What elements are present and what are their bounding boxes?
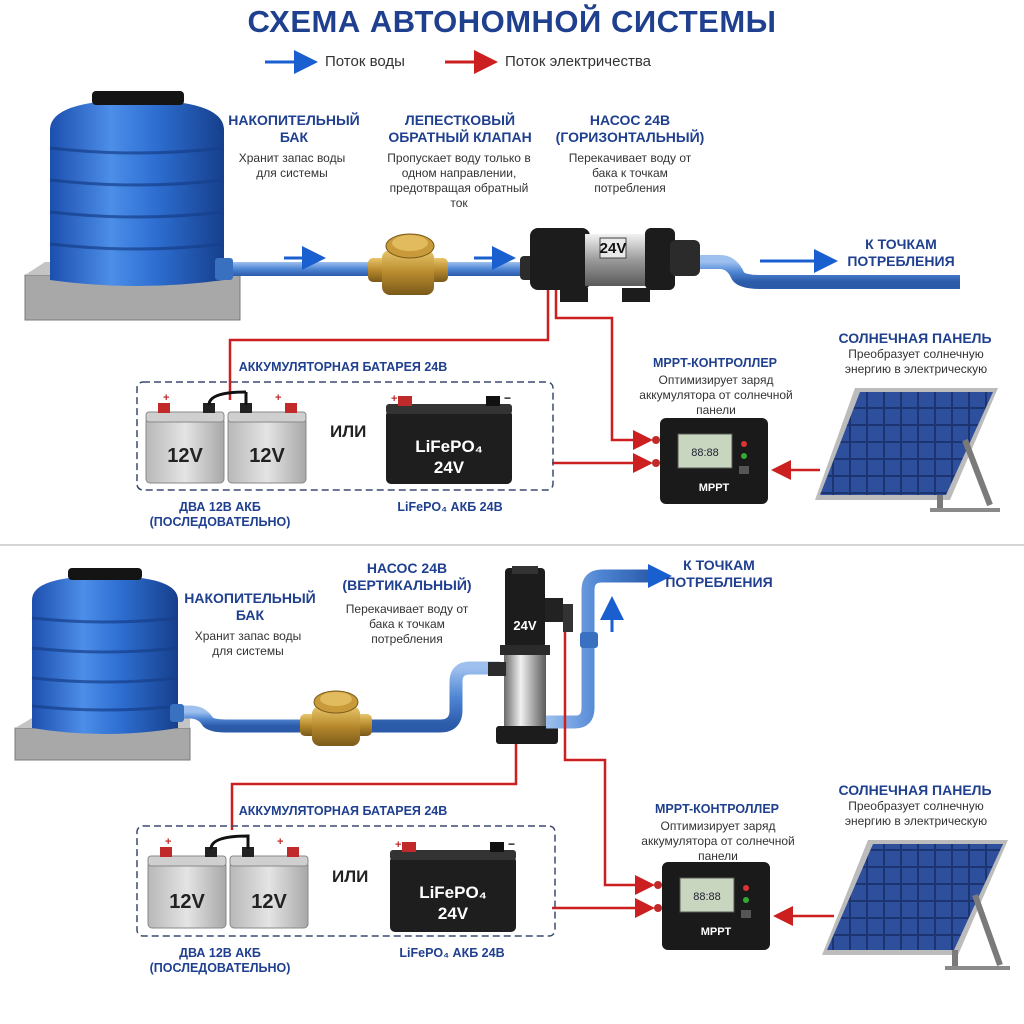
bottom-tank-title: НАКОПИТЕЛЬНЫЙ БАК: [184, 590, 316, 623]
top-solar-panel: [815, 388, 1000, 512]
top-battery-lifepo4: + − LiFePO₄ 24V: [386, 391, 512, 484]
bottom-tank: [14, 568, 191, 761]
bottom-solar-desc: Преобразует солнечную энергию в электрич…: [844, 799, 988, 828]
bottom-pump-title: НАСОС 24В (ВЕРТИКАЛЬНЫЙ): [342, 560, 472, 593]
bottom-mppt-desc: Оптимизирует заряд аккумулятора от солне…: [641, 819, 795, 863]
svg-text:+: +: [395, 839, 401, 851]
top-pump-horizontal: 24V: [520, 228, 700, 302]
bottom-mppt-title: MPPT-КОНТРОЛЛЕР: [654, 802, 779, 816]
top-lifepo-caption: LiFePO₄ АКБ 24В: [397, 500, 503, 514]
svg-text:88:88: 88:88: [693, 891, 721, 903]
svg-text:12V: 12V: [249, 445, 285, 467]
top-tank-desc: Хранит запас воды для системы: [238, 151, 346, 180]
bottom-solar-title: СОЛНЕЧНАЯ ПАНЕЛЬ: [838, 782, 992, 798]
bottom-or-label: ИЛИ: [332, 867, 369, 886]
svg-text:24V: 24V: [434, 458, 465, 477]
top-check-valve: [368, 233, 448, 295]
svg-text:12V: 12V: [251, 891, 287, 913]
svg-text:24V: 24V: [438, 904, 469, 923]
svg-text:+: +: [277, 836, 283, 848]
top-battery-12v-b: + 12V: [227, 392, 307, 484]
top-or-label: ИЛИ: [330, 422, 367, 441]
bottom-battery-group-label: АККУМУЛЯТОРНАЯ БАТАРЕЯ 24В: [238, 804, 448, 818]
top-tank-title: НАКОПИТЕЛЬНЫЙ БАК: [228, 112, 360, 145]
top-mppt-controller: 88:88 MPPT: [652, 418, 768, 504]
svg-text:+: +: [391, 393, 397, 405]
top-valve-desc: Пропускает воду только в одном направлен…: [387, 151, 531, 210]
svg-text:LiFePO₄: LiFePO₄: [419, 883, 487, 902]
svg-text:−: −: [508, 837, 515, 851]
top-pump-label: 24V: [600, 240, 627, 257]
top-battery-group-label: АККУМУЛЯТОРНАЯ БАТАРЕЯ 24В: [238, 360, 448, 374]
top-battery-12v-a: + 12V: [145, 392, 225, 484]
svg-text:88:88: 88:88: [691, 447, 719, 459]
svg-text:+: +: [275, 392, 281, 404]
top-pump-title: НАСОС 24В (ГОРИЗОНТАЛЬНЫЙ): [555, 112, 705, 145]
bottom-lifepo-caption: LiFePO₄ АКБ 24В: [399, 946, 505, 960]
top-mppt-title: MPPT-КОНТРОЛЛЕР: [652, 356, 777, 370]
bottom-battery-12v-a: + 12V: [147, 836, 227, 929]
svg-text:+: +: [163, 392, 169, 404]
svg-text:LiFePO₄: LiFePO₄: [415, 437, 483, 456]
top-mppt-desc: Оптимизирует заряд аккумулятора от солне…: [639, 373, 793, 417]
page-title: СХЕМА АВТОНОМНОЙ СИСТЕМЫ: [247, 4, 777, 39]
bottom-pump-desc: Перекачивает воду от бака к точкам потре…: [345, 602, 469, 646]
bottom-check-valve: [300, 690, 372, 746]
bottom-two-batt-caption: ДВА 12В АКБ (ПОСЛЕДОВАТЕЛЬНО): [149, 946, 291, 975]
svg-text:12V: 12V: [167, 445, 203, 467]
top-solar-desc: Преобразует солнечную энергию в электрич…: [844, 347, 988, 376]
top-pump-desc: Перекачивает воду от бака к точкам потре…: [568, 151, 692, 195]
bottom-tank-desc: Хранит запас воды для системы: [194, 629, 302, 658]
legend-electric-label: Поток электричества: [505, 53, 651, 70]
bottom-battery-12v-b: + 12V: [229, 836, 309, 929]
top-tank: [24, 91, 241, 321]
svg-text:+: +: [165, 836, 171, 848]
svg-text:−: −: [504, 391, 511, 405]
top-valve-title: ЛЕПЕСТКОВЫЙ ОБРАТНЫЙ КЛАПАН: [388, 112, 532, 145]
bottom-pump-label: 24V: [513, 618, 536, 633]
bottom-mppt-controller: 88:88 MPPT: [654, 862, 770, 950]
bottom-consumption-label: К ТОЧКАМ ПОТРЕБЛЕНИЯ: [665, 557, 773, 590]
top-consumption-label: К ТОЧКАМ ПОТРЕБЛЕНИЯ: [847, 236, 955, 269]
legend-water-label: Поток воды: [325, 53, 405, 70]
top-solar-title: СОЛНЕЧНАЯ ПАНЕЛЬ: [838, 330, 992, 346]
top-two-batt-caption: ДВА 12В АКБ (ПОСЛЕДОВАТЕЛЬНО): [149, 500, 291, 529]
svg-text:MPPT: MPPT: [699, 482, 730, 494]
svg-text:MPPT: MPPT: [701, 926, 732, 938]
bottom-battery-lifepo4: + − LiFePO₄ 24V: [390, 837, 516, 932]
svg-text:12V: 12V: [169, 891, 205, 913]
bottom-pump-vertical: 24V: [488, 566, 573, 744]
bottom-solar-panel: [822, 840, 1010, 970]
